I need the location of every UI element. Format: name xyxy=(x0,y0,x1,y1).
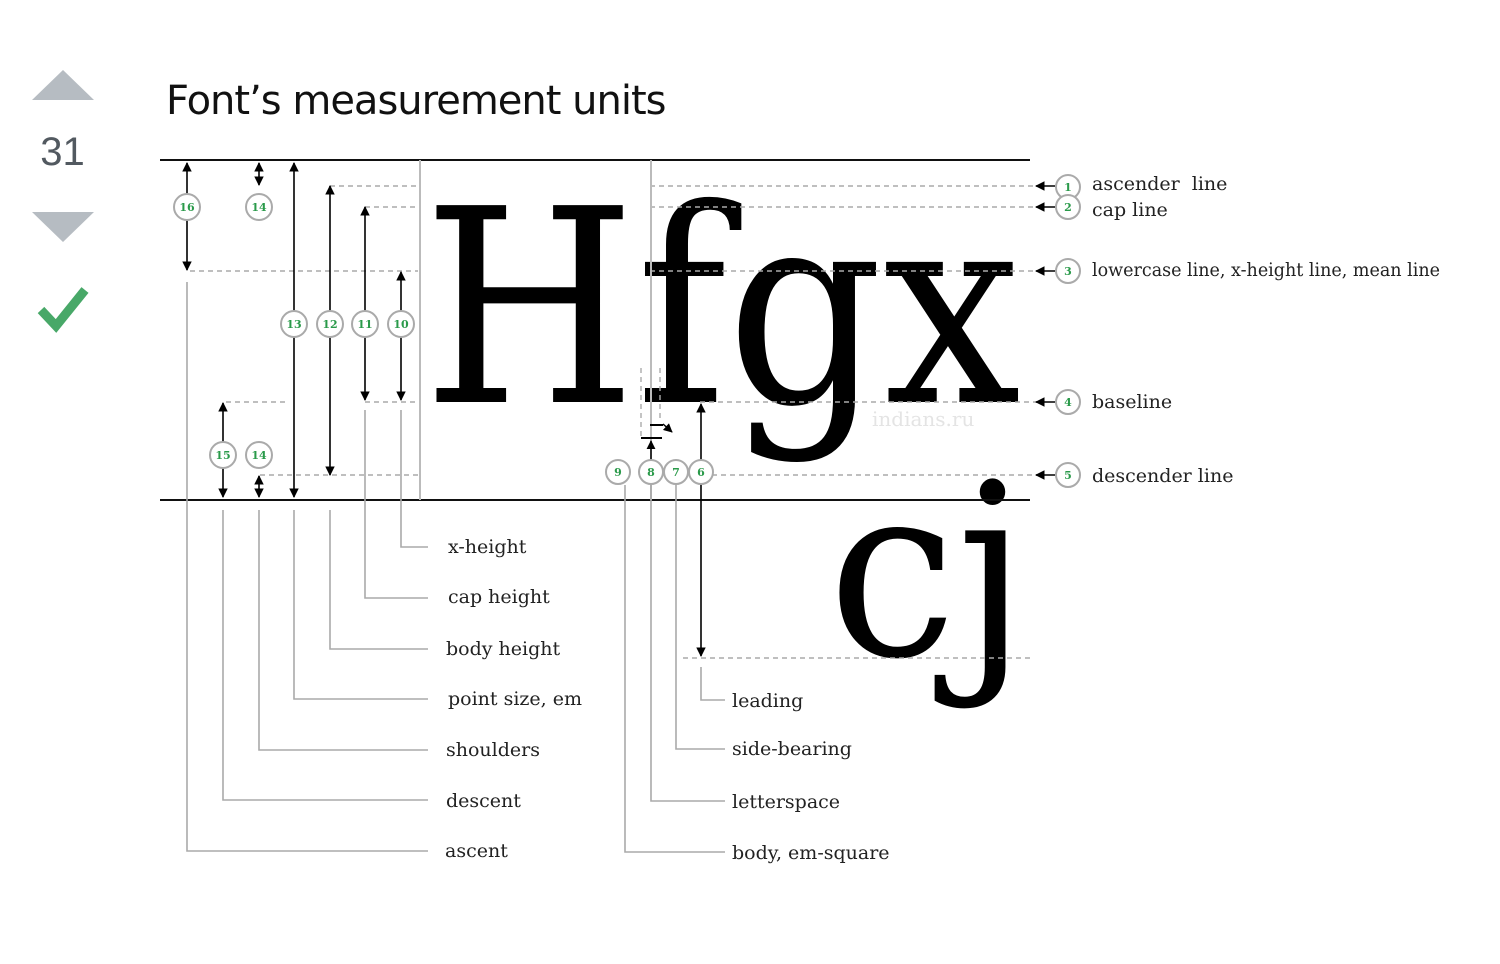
label-point-size: point size, em xyxy=(448,688,582,710)
svg-text:7: 7 xyxy=(672,466,680,479)
vote-column: 31 xyxy=(0,0,125,964)
label-leading: leading xyxy=(732,690,803,712)
svg-text:11: 11 xyxy=(357,318,372,331)
label-side-bearing: side-bearing xyxy=(732,738,852,760)
marker-7: 7 xyxy=(663,459,689,485)
label-descender-line: descender line xyxy=(1092,465,1233,487)
guide-lines xyxy=(190,185,1040,659)
label-body-height: body height xyxy=(446,638,560,660)
svg-text:5: 5 xyxy=(1064,469,1072,482)
svg-text:4: 4 xyxy=(1064,396,1072,409)
marker-9: 9 xyxy=(605,459,631,485)
svg-text:10: 10 xyxy=(393,318,409,331)
label-descent: descent xyxy=(446,790,521,812)
svg-text:9: 9 xyxy=(614,466,622,479)
vote-count: 31 xyxy=(40,130,85,174)
label-shoulders: shoulders xyxy=(446,739,540,761)
marker-14-top: 14 xyxy=(245,193,273,221)
marker-6: 6 xyxy=(688,459,714,485)
watermark: indians.ru xyxy=(872,407,974,431)
svg-text:14: 14 xyxy=(251,449,267,462)
right-marker-4: 4 xyxy=(1055,389,1081,415)
label-cap-height: cap height xyxy=(448,586,550,608)
right-marker-3: 3 xyxy=(1055,258,1081,284)
svg-text:14: 14 xyxy=(251,201,267,214)
sample-glyphs-hfgx: Hfgx xyxy=(423,151,1021,466)
marker-13: 13 xyxy=(280,310,308,338)
svg-text:6: 6 xyxy=(697,466,705,479)
label-cap-line: cap line xyxy=(1092,199,1168,221)
marker-8: 8 xyxy=(638,459,664,485)
marker-15: 15 xyxy=(209,441,237,469)
label-ascent: ascent xyxy=(445,840,508,862)
right-marker-5: 5 xyxy=(1055,462,1081,488)
leader-lines xyxy=(186,282,725,853)
marker-10: 10 xyxy=(387,310,415,338)
svg-text:12: 12 xyxy=(322,318,337,331)
marker-16: 16 xyxy=(173,193,201,221)
svg-text:3: 3 xyxy=(1064,265,1072,278)
marker-12: 12 xyxy=(316,310,344,338)
accepted-check-icon xyxy=(37,287,89,333)
label-body-em-square: body, em-square xyxy=(732,842,890,864)
label-ascender-line: ascender line xyxy=(1092,173,1227,195)
label-baseline: baseline xyxy=(1092,391,1172,413)
marker-14-bottom: 14 xyxy=(245,441,273,469)
upvote-arrow-icon[interactable] xyxy=(30,68,96,102)
downvote-arrow-icon[interactable] xyxy=(30,210,96,244)
sample-glyphs-cj: cj xyxy=(828,432,1028,712)
svg-text:2: 2 xyxy=(1064,201,1072,214)
label-x-height: x-height xyxy=(448,536,527,558)
svg-text:1: 1 xyxy=(1064,181,1072,194)
right-marker-1: 1 xyxy=(1055,174,1081,200)
label-letterspace: letterspace xyxy=(732,791,840,813)
right-marker-2: 2 xyxy=(1055,194,1081,220)
svg-text:15: 15 xyxy=(215,449,230,462)
svg-text:16: 16 xyxy=(179,201,195,214)
svg-text:8: 8 xyxy=(647,466,655,479)
marker-11: 11 xyxy=(351,310,379,338)
svg-text:13: 13 xyxy=(286,318,301,331)
label-mean-line: lowercase line, x-height line, mean line xyxy=(1092,259,1440,281)
figure-title: Font’s measurement units xyxy=(166,78,666,124)
